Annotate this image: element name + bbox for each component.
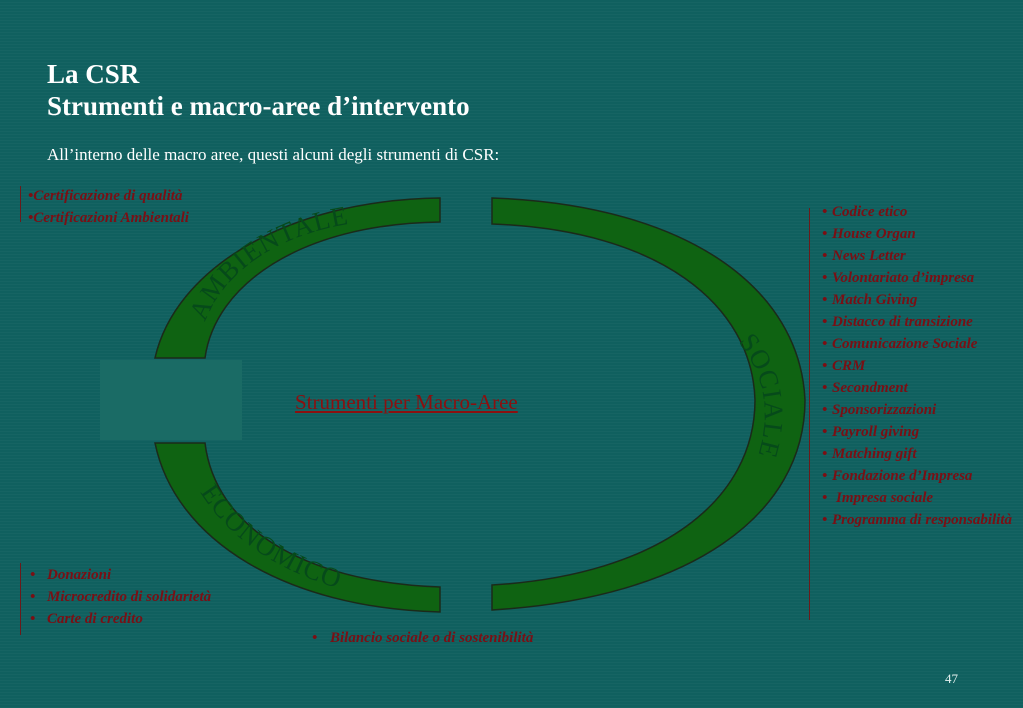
list-item: •Secondment bbox=[822, 377, 1017, 399]
arc-sociale bbox=[491, 197, 806, 611]
list-item: •Match Giving bbox=[822, 289, 1017, 311]
list-item: •Programma di responsabilità bbox=[822, 509, 1017, 531]
list-item-text: Volontariato d’impresa bbox=[832, 270, 975, 286]
list-item-text: Carte di credito bbox=[47, 611, 143, 627]
bullet: • bbox=[822, 424, 828, 440]
arc-economico bbox=[154, 442, 441, 613]
list-economico: •Donazioni •Microcredito di solidarietà … bbox=[30, 564, 290, 630]
list-item: •Comunicazione Sociale bbox=[822, 333, 1017, 355]
list-item: •Volontariato d’impresa bbox=[822, 267, 1017, 289]
title-line-2: Strumenti e macro-aree d’intervento bbox=[47, 91, 470, 121]
list-divider-sociale bbox=[809, 208, 810, 620]
list-item-text: Programma di responsabilità bbox=[832, 512, 1013, 528]
list-ambientale: •Certificazione di qualità •Certificazio… bbox=[28, 185, 268, 229]
list-item: •Certificazione di qualità bbox=[28, 185, 268, 207]
list-item-text: Codice etico bbox=[832, 204, 908, 220]
page-number: 47 bbox=[945, 671, 958, 686]
bullet: • bbox=[28, 188, 34, 204]
list-item-text: Certificazione di qualità bbox=[33, 188, 183, 204]
list-item: •Payroll giving bbox=[822, 421, 1017, 443]
list-item-text: Bilancio sociale o di sostenibilità bbox=[330, 630, 534, 646]
bullet: • bbox=[822, 314, 828, 330]
bullet: • bbox=[822, 336, 828, 352]
center-label: Strumenti per Macro-Aree bbox=[295, 390, 518, 414]
bullet: • bbox=[28, 210, 34, 226]
bullet: • bbox=[822, 402, 828, 418]
list-item-text: Certificazioni Ambientali bbox=[33, 210, 189, 226]
list-item: •House Organ bbox=[822, 223, 1017, 245]
list-item-text: Microcredito di solidarietà bbox=[47, 589, 212, 605]
bullet: • bbox=[822, 204, 828, 220]
bullet: • bbox=[822, 446, 828, 462]
list-item: •Distacco di transizione bbox=[822, 311, 1017, 333]
bullet: • bbox=[822, 512, 828, 528]
center-panel bbox=[100, 360, 242, 440]
list-item-text: Comunicazione Sociale bbox=[832, 336, 978, 352]
bullet: • bbox=[30, 589, 36, 605]
list-item: • Donazioni bbox=[30, 564, 290, 586]
list-item-text: Distacco di transizione bbox=[832, 314, 973, 330]
list-item: • Impresa sociale bbox=[822, 487, 1017, 509]
list-item-text: Match Giving bbox=[832, 292, 918, 308]
bullet: • bbox=[822, 490, 828, 506]
bullet: • bbox=[822, 248, 828, 264]
list-divider-ambientale bbox=[20, 186, 21, 222]
list-item-text: House Organ bbox=[832, 226, 916, 242]
list-item-text: Payroll giving bbox=[832, 424, 920, 440]
list-item: • Bilancio sociale o di sostenibilità bbox=[312, 627, 632, 649]
bullet: • bbox=[822, 358, 828, 374]
bullet: • bbox=[822, 292, 828, 308]
list-item-text: Sponsorizzazioni bbox=[832, 402, 937, 418]
list-item-text: CRM bbox=[832, 358, 866, 374]
list-item-text: Fondazione d’Impresa bbox=[832, 468, 973, 484]
bullet: • bbox=[30, 567, 36, 583]
list-item: •News Letter bbox=[822, 245, 1017, 267]
list-item: •Sponsorizzazioni bbox=[822, 399, 1017, 421]
bullet: • bbox=[822, 226, 828, 242]
list-item-text: Secondment bbox=[832, 380, 908, 396]
list-item: • Microcredito di solidarietà bbox=[30, 586, 290, 608]
list-item-text: Matching gift bbox=[832, 446, 917, 462]
list-item-text: Impresa sociale bbox=[836, 490, 934, 506]
bullet: • bbox=[822, 380, 828, 396]
list-item: •Codice etico bbox=[822, 201, 1017, 223]
slide-subtitle: All’interno delle macro aree, questi alc… bbox=[47, 145, 500, 164]
bullet: • bbox=[822, 468, 828, 484]
list-bilancio: • Bilancio sociale o di sostenibilità bbox=[312, 627, 632, 649]
list-item: •Fondazione d’Impresa bbox=[822, 465, 1017, 487]
list-item-text: News Letter bbox=[832, 248, 906, 264]
list-sociale: •Codice etico •House Organ •News Letter … bbox=[822, 201, 1017, 531]
list-item: •CRM bbox=[822, 355, 1017, 377]
bullet: • bbox=[312, 630, 318, 646]
bullet: • bbox=[822, 270, 828, 286]
title-line-1: La CSR bbox=[47, 59, 140, 89]
list-item: • Carte di credito bbox=[30, 608, 290, 630]
bullet: • bbox=[30, 611, 36, 627]
list-item: •Matching gift bbox=[822, 443, 1017, 465]
list-item-text: Donazioni bbox=[47, 567, 112, 583]
arc-ambientale bbox=[154, 197, 441, 359]
list-item: •Certificazioni Ambientali bbox=[28, 207, 268, 229]
slide-title: La CSR Strumenti e macro-aree d’interven… bbox=[47, 58, 470, 122]
list-divider-economico bbox=[20, 563, 21, 635]
